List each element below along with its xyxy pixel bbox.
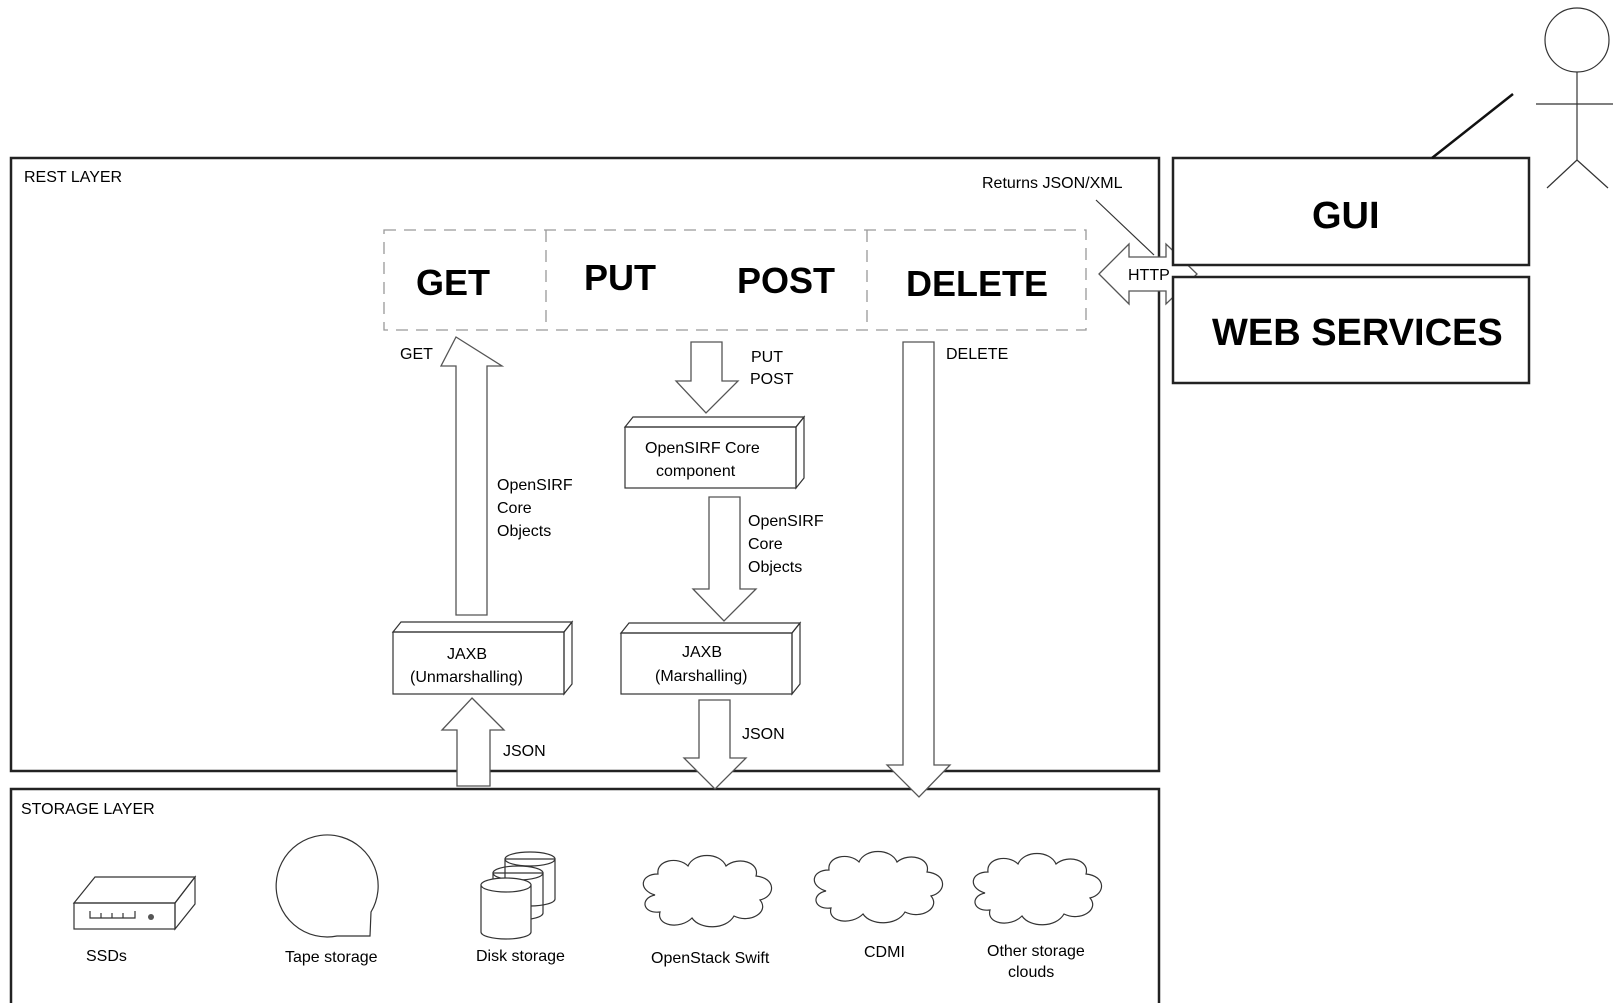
json-down-arrow [682,699,748,790]
storage-item-label: Disk storage [476,948,565,965]
storage-item-label: Other storage [987,943,1085,960]
core-component-line2: component [656,463,736,480]
rest-layer-frame [9,156,1161,773]
objects-right-line2: Core [748,536,783,553]
disk-icon [480,851,556,940]
storage-item-label: CDMI [864,944,905,961]
jaxb-unmarshal-line2: (Unmarshalling) [410,669,523,686]
http-label: HTTP [1128,267,1170,284]
user-actor-icon [1536,7,1613,189]
objects-right-line1: OpenSIRF [748,513,824,530]
jaxb-marshal-line2: (Marshalling) [655,668,747,685]
web-services-box [1171,275,1531,385]
core-component-line1: OpenSIRF Core [645,440,760,457]
verb-post: POST [737,260,835,301]
http-verbs-group: GET PUT POST DELETE [383,229,1087,331]
storage-layer-frame [9,787,1161,1003]
cloud-icon [642,854,773,928]
web-services-label: WEB SERVICES [1212,312,1503,354]
rest-layer-label: REST LAYER [24,169,122,186]
jaxb-marshalling-box [619,621,802,696]
storage-item-label-2: clouds [1008,964,1054,981]
post-flow-label: POST [750,371,794,388]
put-flow-label: PUT [751,349,783,366]
verbs-dashed-frame [383,229,1087,331]
put-post-down-arrow [674,341,740,414]
actor-connector-line [1431,93,1514,159]
cloud-icon [813,850,944,924]
delete-flow-label: DELETE [946,346,1008,363]
cloud-icon [972,852,1103,926]
objects-left-line1: OpenSIRF [497,477,573,494]
gui-label: GUI [1312,195,1380,237]
json-down-label: JSON [742,726,785,743]
delete-down-arrow [885,341,952,798]
storage-item-label: OpenStack Swift [651,950,770,967]
storage-item-label: Tape storage [285,949,378,966]
returns-note: Returns JSON/XML [982,175,1123,192]
jaxb-unmarshalling-box [391,620,574,696]
returns-pointer-line [1095,199,1155,256]
storage-item-label: SSDs [86,948,127,965]
objects-left-line2: Core [497,500,532,517]
opensirf-core-component-box [623,415,806,490]
verb-get: GET [416,262,490,303]
get-flow-label: GET [400,346,433,363]
json-up-label: JSON [503,743,546,760]
ssd-icon [72,875,197,931]
jaxb-unmarshal-line1: JAXB [447,646,487,663]
objects-right-line3: Objects [748,559,802,576]
core-to-marshal-arrow [691,496,758,622]
verb-put: PUT [584,257,656,298]
objects-left-line3: Objects [497,523,551,540]
gui-box [1171,156,1531,267]
tape-icon [275,834,379,938]
verb-delete: DELETE [906,263,1048,304]
json-up-arrow [440,697,506,787]
jaxb-marshal-line1: JAXB [682,644,722,661]
storage-layer-label: STORAGE LAYER [21,801,155,818]
get-up-arrow [439,336,505,616]
